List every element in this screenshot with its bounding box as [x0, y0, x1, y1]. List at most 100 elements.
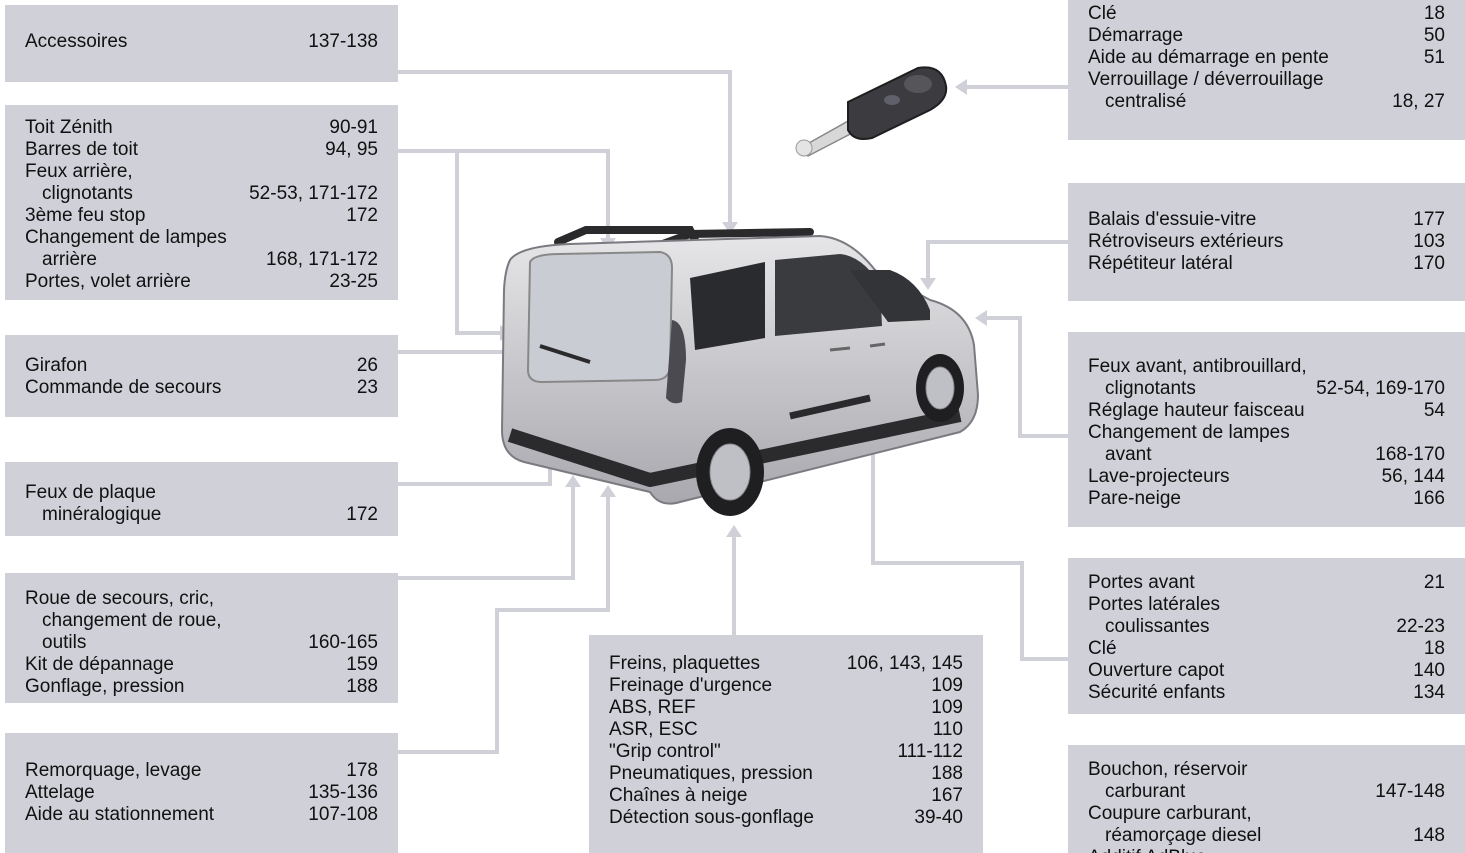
index-entry: "Grip control" 111-112	[609, 741, 963, 763]
entry-label: Gonflage, pression	[25, 676, 185, 697]
entry-page: 18, 27	[1392, 91, 1445, 112]
entry-page: 167	[931, 785, 963, 806]
entry-page: 21	[1423, 572, 1445, 593]
entry-label: Bouchon, réservoir	[1088, 759, 1248, 780]
entry-label: Ouverture capot	[1088, 660, 1225, 681]
entry-label: Remorquage, levage	[25, 760, 202, 781]
entry-page: 23	[356, 377, 378, 398]
entry-label: Freinage d'urgence	[609, 675, 773, 696]
entry-page: 172	[346, 205, 378, 226]
wheels	[696, 354, 964, 516]
box-roue: Roue de secours, cric,changement de roue…	[5, 573, 398, 703]
entry-label: "Grip control"	[609, 741, 721, 762]
entry-page: 135-136	[308, 782, 378, 803]
index-entry: ASR, ESC 110	[609, 719, 963, 741]
entry-label: Balais d'essuie-vitre	[1088, 209, 1257, 230]
entry-label: clignotants	[1105, 378, 1196, 399]
entry-page: 54	[1423, 400, 1445, 421]
index-entry: Coupure carburant,	[1088, 803, 1445, 825]
entry-page: 109	[931, 675, 963, 696]
entry-label: ASR, ESC	[609, 719, 698, 740]
index-entry: Additif AdBlue	[1088, 847, 1445, 853]
entry-label: Feux avant, antibrouillard,	[1088, 356, 1307, 377]
entry-label: Pneumatiques, pression	[609, 763, 813, 784]
entry-label: Kit de dépannage	[25, 654, 174, 675]
entry-page: 56, 144	[1381, 466, 1445, 487]
entry-label: Commande de secours	[25, 377, 222, 398]
entry-label: Verrouillage / déverrouillage	[1088, 69, 1324, 90]
index-entry: Commande de secours 23	[25, 377, 378, 399]
entry-label: Chaînes à neige	[609, 785, 748, 806]
entry-page: 26	[356, 355, 378, 376]
entry-page: 52-53, 171-172	[249, 183, 378, 204]
entry-label: Démarrage	[1088, 25, 1184, 46]
index-entry: Gonflage, pression 188	[25, 676, 378, 698]
index-entry: carburant 147-148	[1088, 781, 1445, 803]
entry-page: 188	[346, 676, 378, 697]
index-entry: Freinage d'urgence 109	[609, 675, 963, 697]
entry-page: 51	[1423, 47, 1445, 68]
entry-label: Changement de lampes	[25, 227, 227, 248]
entry-label: Aide au stationnement	[25, 804, 215, 825]
entry-label: Additif AdBlue	[1088, 847, 1206, 853]
entry-label: carburant	[1105, 781, 1186, 802]
entry-label: outils	[42, 632, 87, 653]
car-key-image	[795, 66, 948, 157]
entry-label: arrière	[42, 249, 97, 270]
index-entry: Bouchon, réservoir	[1088, 759, 1445, 781]
entry-page: 178	[346, 760, 378, 781]
entry-page: 188	[931, 763, 963, 784]
entry-label: Pare-neige	[1088, 488, 1181, 509]
index-entry: Feux de plaque	[25, 482, 378, 504]
entry-label: Portes, volet arrière	[25, 271, 191, 292]
entry-page: 18	[1423, 3, 1445, 24]
entry-page: 111-112	[897, 741, 964, 762]
index-entry: Kit de dépannage 159	[25, 654, 378, 676]
entry-page: 94, 95	[325, 139, 378, 160]
entry-label: Aide au démarrage en pente	[1088, 47, 1329, 68]
index-entry: Chaînes à neige 167	[609, 785, 963, 807]
entry-label: Accessoires	[25, 31, 128, 52]
entry-page: 106, 143, 145	[846, 653, 963, 674]
side-trim	[789, 342, 886, 420]
index-entry: Roue de secours, cric,	[25, 588, 378, 610]
van-image	[500, 226, 980, 516]
entry-page: 168-170	[1375, 444, 1445, 465]
entry-page: 159	[346, 654, 378, 675]
entry-label: Clé	[1088, 638, 1117, 659]
entry-label: Barres de toit	[25, 139, 138, 160]
entry-page: 110	[932, 719, 963, 740]
entry-label: Feux arrière,	[25, 161, 133, 182]
entry-page: 107-108	[308, 804, 378, 825]
entry-page: 52-54, 169-170	[1316, 378, 1445, 399]
entry-label: Girafon	[25, 355, 88, 376]
entry-page: 50	[1423, 25, 1445, 46]
index-entry: Barres de toit 94, 95	[25, 139, 378, 161]
entry-label: Détection sous-gonflage	[609, 807, 814, 828]
entry-page: 147-148	[1375, 781, 1445, 802]
entry-label: Sécurité enfants	[1088, 682, 1226, 703]
